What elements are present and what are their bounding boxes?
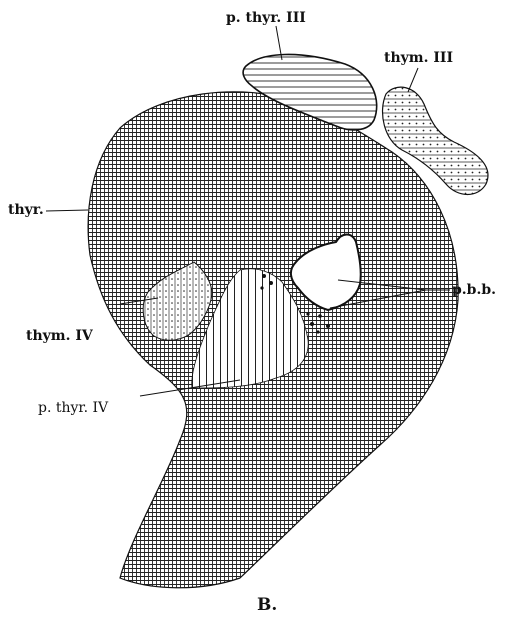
label-thyr: thyr. xyxy=(8,202,44,218)
figure-caption: B. xyxy=(257,595,277,615)
leader-thyr xyxy=(46,210,88,211)
label-p-thyr-III: p. thyr. III xyxy=(226,10,306,26)
leader-thym-III xyxy=(408,68,418,92)
label-thym-III: thym. III xyxy=(384,50,453,66)
label-thym-IV: thym. IV xyxy=(26,328,94,344)
label-p-b-b: p.b.b. xyxy=(452,282,496,298)
label-p-thyr-IV: p. thyr. IV xyxy=(38,400,109,416)
